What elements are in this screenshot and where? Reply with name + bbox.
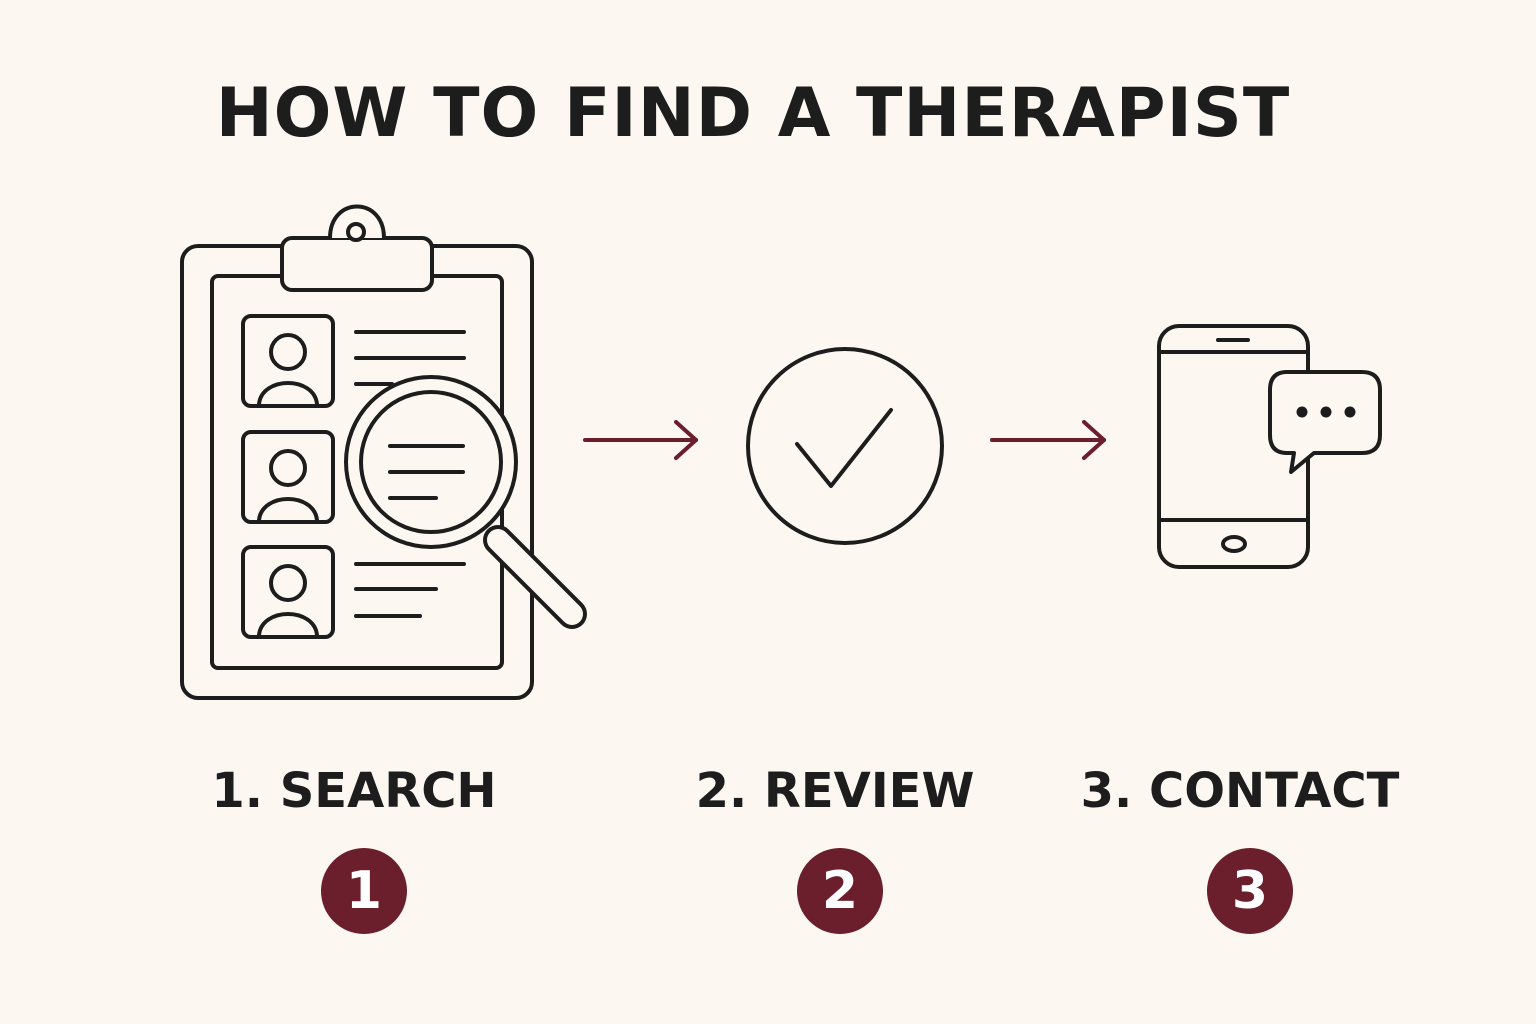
step-label-contact: 3. CONTACT xyxy=(1080,763,1400,819)
step-number-badge-1: 1 xyxy=(321,848,407,934)
arrow-right-icon xyxy=(990,420,1106,460)
step-label-review: 2. REVIEW xyxy=(695,763,975,819)
clipboard-magnifier-icon xyxy=(180,204,587,700)
arrow-right-icon xyxy=(583,420,698,460)
phone-chat-icon xyxy=(1157,324,1382,569)
step-number-badge-2: 2 xyxy=(797,848,883,934)
step-label-search: 1. SEARCH xyxy=(211,763,497,819)
page-title: HOW TO FIND A THERAPIST xyxy=(215,74,1291,153)
checkmark-circle-icon xyxy=(746,347,944,545)
step-number-badge-3: 3 xyxy=(1207,848,1293,934)
